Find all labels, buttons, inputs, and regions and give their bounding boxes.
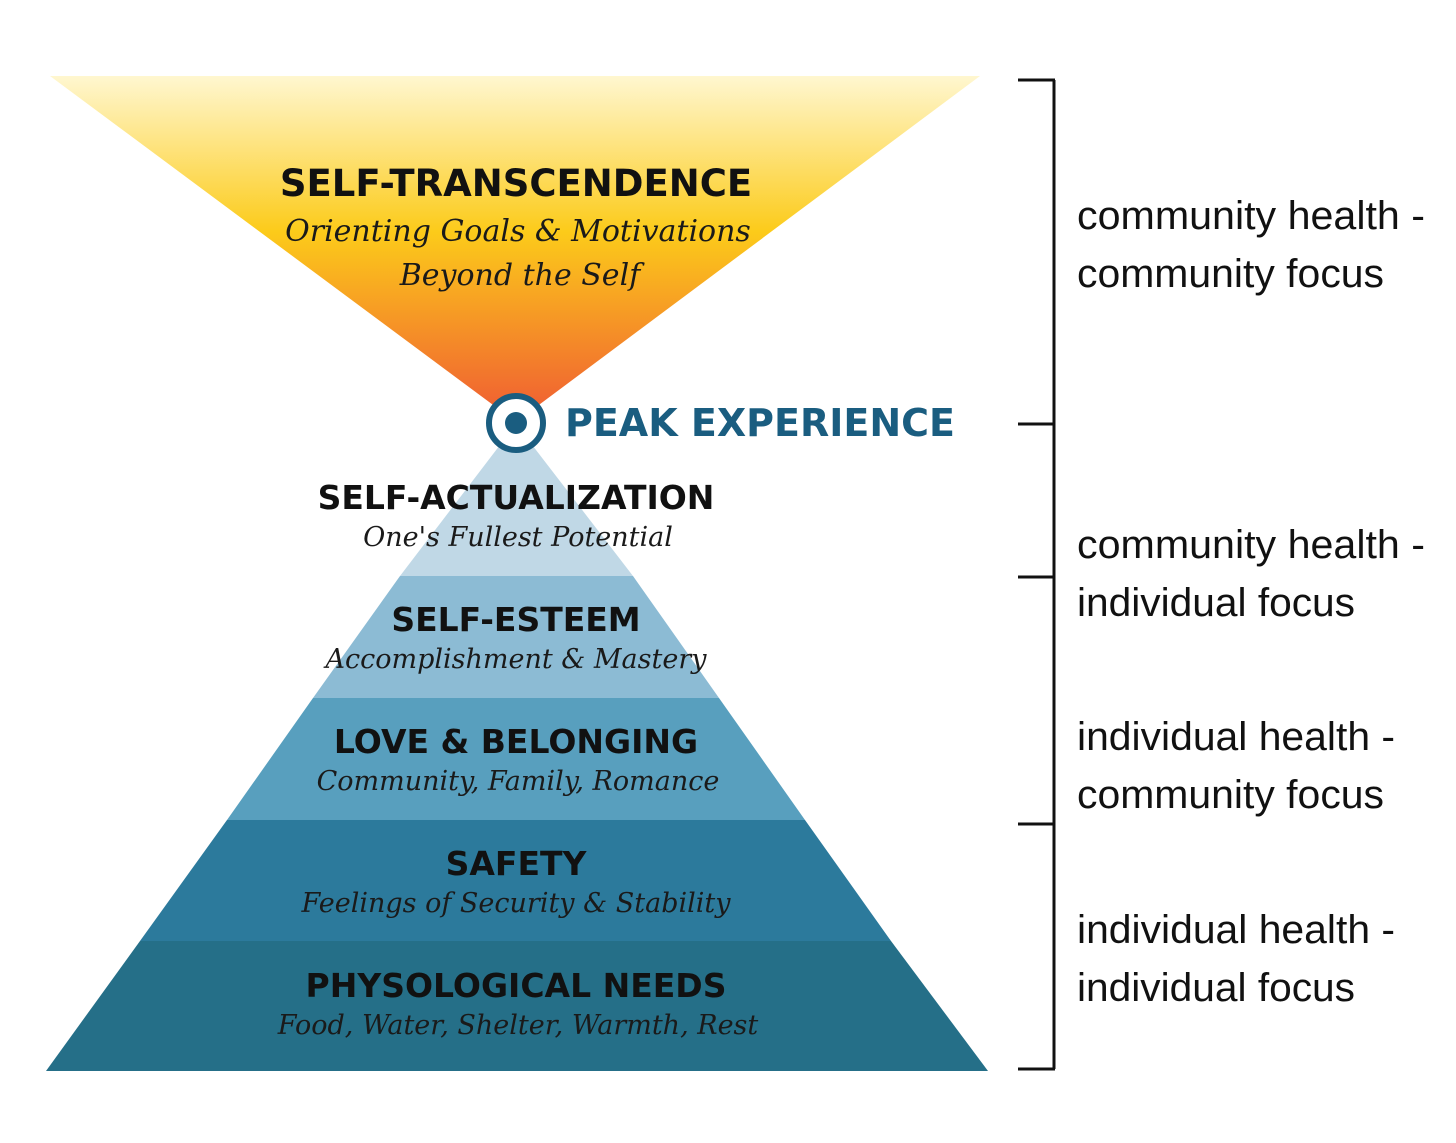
- level-subtitle: Accomplishment & Mastery: [322, 644, 707, 675]
- transcendence-title: SELF-TRANSCENDENCE: [280, 162, 752, 205]
- bracket-label-line1: individual health -: [1077, 715, 1395, 759]
- transcendence-funnel: [50, 76, 980, 422]
- level-physiological: [46, 941, 988, 1071]
- target-icon: [486, 393, 546, 453]
- level-title: SAFETY: [446, 844, 588, 883]
- level-title: LOVE & BELONGING: [334, 722, 698, 761]
- level-safety: [140, 820, 891, 941]
- transcendence-subtitle-line1: Orienting Goals & Motivations: [285, 214, 751, 249]
- bracket-label-line1: individual health -: [1077, 908, 1395, 952]
- level-self-actualization: [400, 424, 633, 576]
- level-subtitle: One's Fullest Potential: [363, 522, 673, 553]
- level-subtitle: Feelings of Security & Stability: [301, 888, 732, 919]
- transcendence-subtitle-line2: Beyond the Self: [399, 258, 645, 293]
- bracket-label-line2: community focus: [1077, 773, 1384, 817]
- peak-experience-label: PEAK EXPERIENCE: [565, 401, 955, 445]
- level-title: SELF-ESTEEM: [391, 600, 640, 639]
- bracket-label-line1: community health -: [1077, 194, 1425, 238]
- bracket-label-line2: individual focus: [1077, 581, 1355, 625]
- bracket-label-line1: community health -: [1077, 523, 1425, 567]
- level-self-esteem: [313, 576, 719, 698]
- level-subtitle: Community, Family, Romance: [317, 766, 720, 797]
- bracket-label-line2: individual focus: [1077, 966, 1355, 1010]
- bracket-label-line2: community focus: [1077, 252, 1384, 296]
- level-love-belonging: [227, 698, 805, 820]
- level-title: PHYSOLOGICAL NEEDS: [306, 966, 727, 1005]
- bracket: [1018, 78, 1056, 1071]
- level-subtitle: Food, Water, Shelter, Warmth, Rest: [277, 1010, 759, 1041]
- level-title: SELF-ACTUALIZATION: [318, 478, 715, 517]
